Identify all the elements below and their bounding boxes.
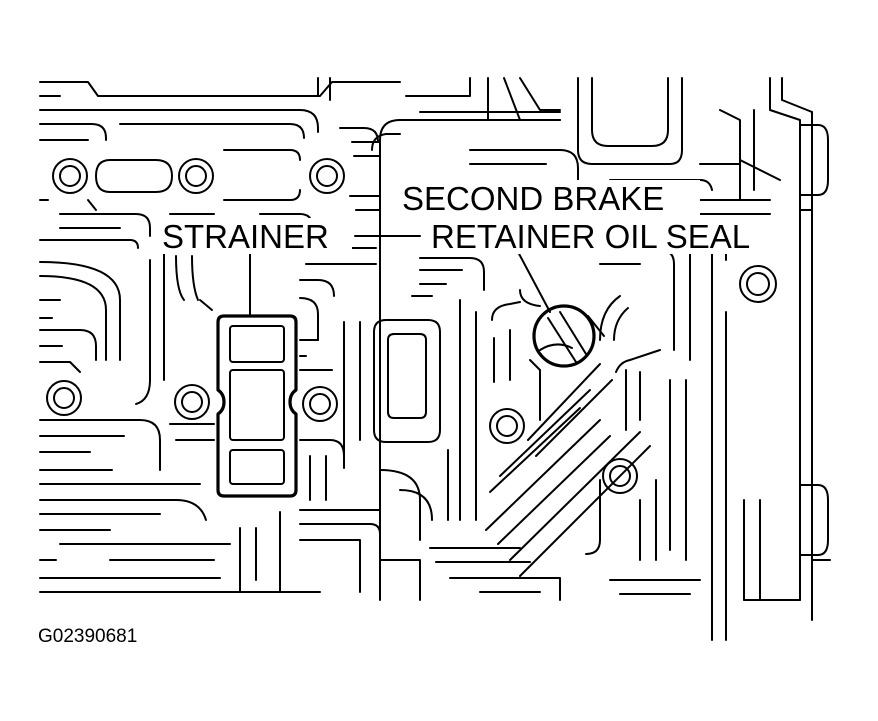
valve-body-outline <box>39 77 813 621</box>
oil-passages <box>39 109 801 641</box>
strainer-part <box>216 314 298 498</box>
bolt-holes <box>46 158 777 494</box>
seal-label-line2: RETAINER OIL SEAL <box>431 218 750 255</box>
seal-label-line1: SECOND BRAKE <box>402 180 664 217</box>
strainer-label: STRAINER <box>162 218 329 255</box>
side-bosses <box>799 124 831 561</box>
oil-seal-part <box>532 304 605 368</box>
figure-code: G02390681 <box>38 626 137 647</box>
leader-lines <box>249 235 551 317</box>
